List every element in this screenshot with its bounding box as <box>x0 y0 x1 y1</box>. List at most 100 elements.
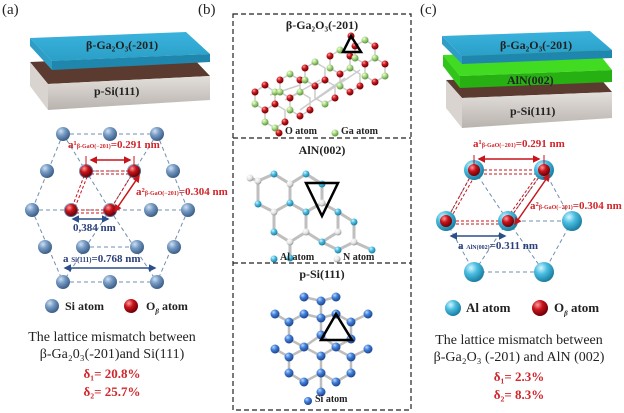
aln-layer-left <box>443 55 460 88</box>
ga2o3-layer-left-c <box>442 36 462 64</box>
si-atom <box>167 240 181 254</box>
panel-a <box>25 32 210 313</box>
si-structure-title: p-Si(111) <box>299 267 345 281</box>
a1-subscript: β-GaO(−201) <box>76 144 111 150</box>
o-atom <box>104 204 116 216</box>
a1-symbol: a¹ <box>68 139 77 151</box>
o-symbol: O <box>146 299 156 313</box>
si-atom-legend-icon <box>304 397 312 405</box>
o-atom <box>468 164 480 176</box>
o-atom-legend-icon <box>124 299 138 313</box>
delta1-c: δ₁= 2.3% <box>493 369 545 384</box>
si-atom-legend-label-b: Si atom <box>315 394 348 405</box>
al-atom <box>464 262 484 282</box>
aln-layer-label-c: AlN(002) <box>507 73 554 87</box>
aln-layer-front <box>460 70 612 88</box>
o-atoms-c <box>440 164 550 227</box>
si-atom <box>56 275 70 289</box>
al-atom-legend-icon <box>445 300 461 316</box>
si-atom <box>150 127 164 141</box>
o-atom <box>128 165 140 177</box>
si-atom <box>181 203 195 217</box>
si-atom <box>76 240 90 254</box>
si-layer-label-c: p-Si(111) <box>510 104 556 118</box>
si-atom <box>56 127 70 141</box>
ga2o3-structure-title: β-Ga₂O₃(-201) <box>285 18 359 32</box>
o-atom-legend-icon <box>532 300 548 316</box>
layer-stack-a <box>30 32 210 110</box>
delta1-a: δ₁= 20.8% <box>83 366 141 381</box>
a2-value: =0.304 nm <box>178 186 228 198</box>
o-lattice-lines-a <box>70 170 135 214</box>
spacing-label-a: 0,384 nm <box>73 222 116 234</box>
si-atom <box>38 240 52 254</box>
n-atoms-b <box>246 174 358 246</box>
a1-value: =0.291 nm <box>110 139 160 151</box>
si-atom-legend-icon <box>45 299 59 313</box>
a1-value: =0.291 nm <box>515 138 565 150</box>
o-atoms-b <box>251 42 389 126</box>
o-atom-legend-label-c: Oβ atom <box>554 300 599 318</box>
si-atom <box>103 275 117 289</box>
si-substrate-front-c <box>462 92 612 128</box>
asi-symbol: a <box>63 253 69 265</box>
ga2o3-layer-top-c <box>442 31 612 56</box>
o-atom-legend-label-b: O atom <box>285 126 317 137</box>
o-atom <box>538 164 550 176</box>
si-layer-label-a: p-Si(111) <box>94 84 140 98</box>
a1-label-a: a¹β-GaO(−201)=0.291 nm <box>68 139 160 151</box>
a2-symbol: a² <box>136 186 145 198</box>
o-atom <box>65 204 77 216</box>
a1-label-c: a¹β-GaO(−201)=0.291 nm <box>473 138 565 150</box>
ga2o3-structure <box>251 32 389 137</box>
a2-symbol: a² <box>530 200 539 212</box>
panel-a-label: (a) <box>2 2 19 18</box>
aln-structure-title: AlN(002) <box>298 143 346 157</box>
triangle-marker-aln <box>304 181 340 219</box>
caption-line2-a: β-Ga₂0₃(-201)and Si(111) <box>39 347 185 362</box>
al-atoms-b <box>254 170 376 262</box>
a2-arrow-c <box>514 173 550 226</box>
asi-value: =0.768 nm <box>91 253 141 265</box>
si-atom <box>25 203 39 217</box>
delta2-a: δ₂= 25.7% <box>83 384 141 399</box>
o-lattice-lines-c <box>445 169 545 225</box>
ga-atom-legend-label-b: Ga atom <box>341 126 378 137</box>
caption-line2-c: β-Ga₂O₃ (-201) and AlN (002) <box>433 350 605 365</box>
si-atom <box>130 240 144 254</box>
a2-subscript: β-GaO(−201) <box>144 191 179 197</box>
aaln-subscript: AlN(002) <box>466 245 490 251</box>
ga2o3-layer-top <box>30 32 210 61</box>
ga2o3-layer-left <box>30 38 52 70</box>
triangle-marker-ga2o3 <box>340 33 364 54</box>
ga2o3-layer-label-a: β-Ga₂O₃(-201) <box>86 38 159 52</box>
a2-arrow-a <box>114 174 140 213</box>
a2-label-a: a²β-GaO(−201)=0.304 nm <box>136 186 228 198</box>
o-subscript: β <box>564 309 568 318</box>
panel-b <box>232 13 412 411</box>
si-atom <box>166 164 180 178</box>
si-structure <box>270 292 373 405</box>
si-atom <box>40 164 54 178</box>
o-suffix: atom <box>158 299 188 313</box>
o-atom <box>80 165 92 177</box>
si-atom-legend-label-a: Si atom <box>65 299 104 313</box>
o-symbol: O <box>554 300 565 315</box>
asi-label-a: a Si(111)=0.768 nm <box>63 253 141 265</box>
a1-subscript: β-GaO(−201) <box>481 143 516 149</box>
a2-subscript: β-GaO(−201) <box>538 205 573 211</box>
o-subscript: β <box>155 307 159 316</box>
o-atoms-a <box>65 165 140 216</box>
panel-c-label: (c) <box>420 2 437 18</box>
aaln-symbol: a <box>458 240 464 252</box>
o-atom <box>502 215 514 227</box>
al-atom-legend-label-c: Al atom <box>466 300 511 315</box>
ga2o3-layer-label-c: β-Ga₂O₃(-201) <box>500 38 573 52</box>
layer-stack-c <box>442 31 612 128</box>
si-substrate-front <box>48 76 210 110</box>
aln-structure <box>246 170 376 263</box>
al-atom-legend-label-b: Al atom <box>280 252 315 263</box>
o-atom-legend-label-a: Oβ atom <box>146 299 188 315</box>
si-substrate-left <box>30 62 48 110</box>
o-atom-legend-icon <box>275 129 283 137</box>
